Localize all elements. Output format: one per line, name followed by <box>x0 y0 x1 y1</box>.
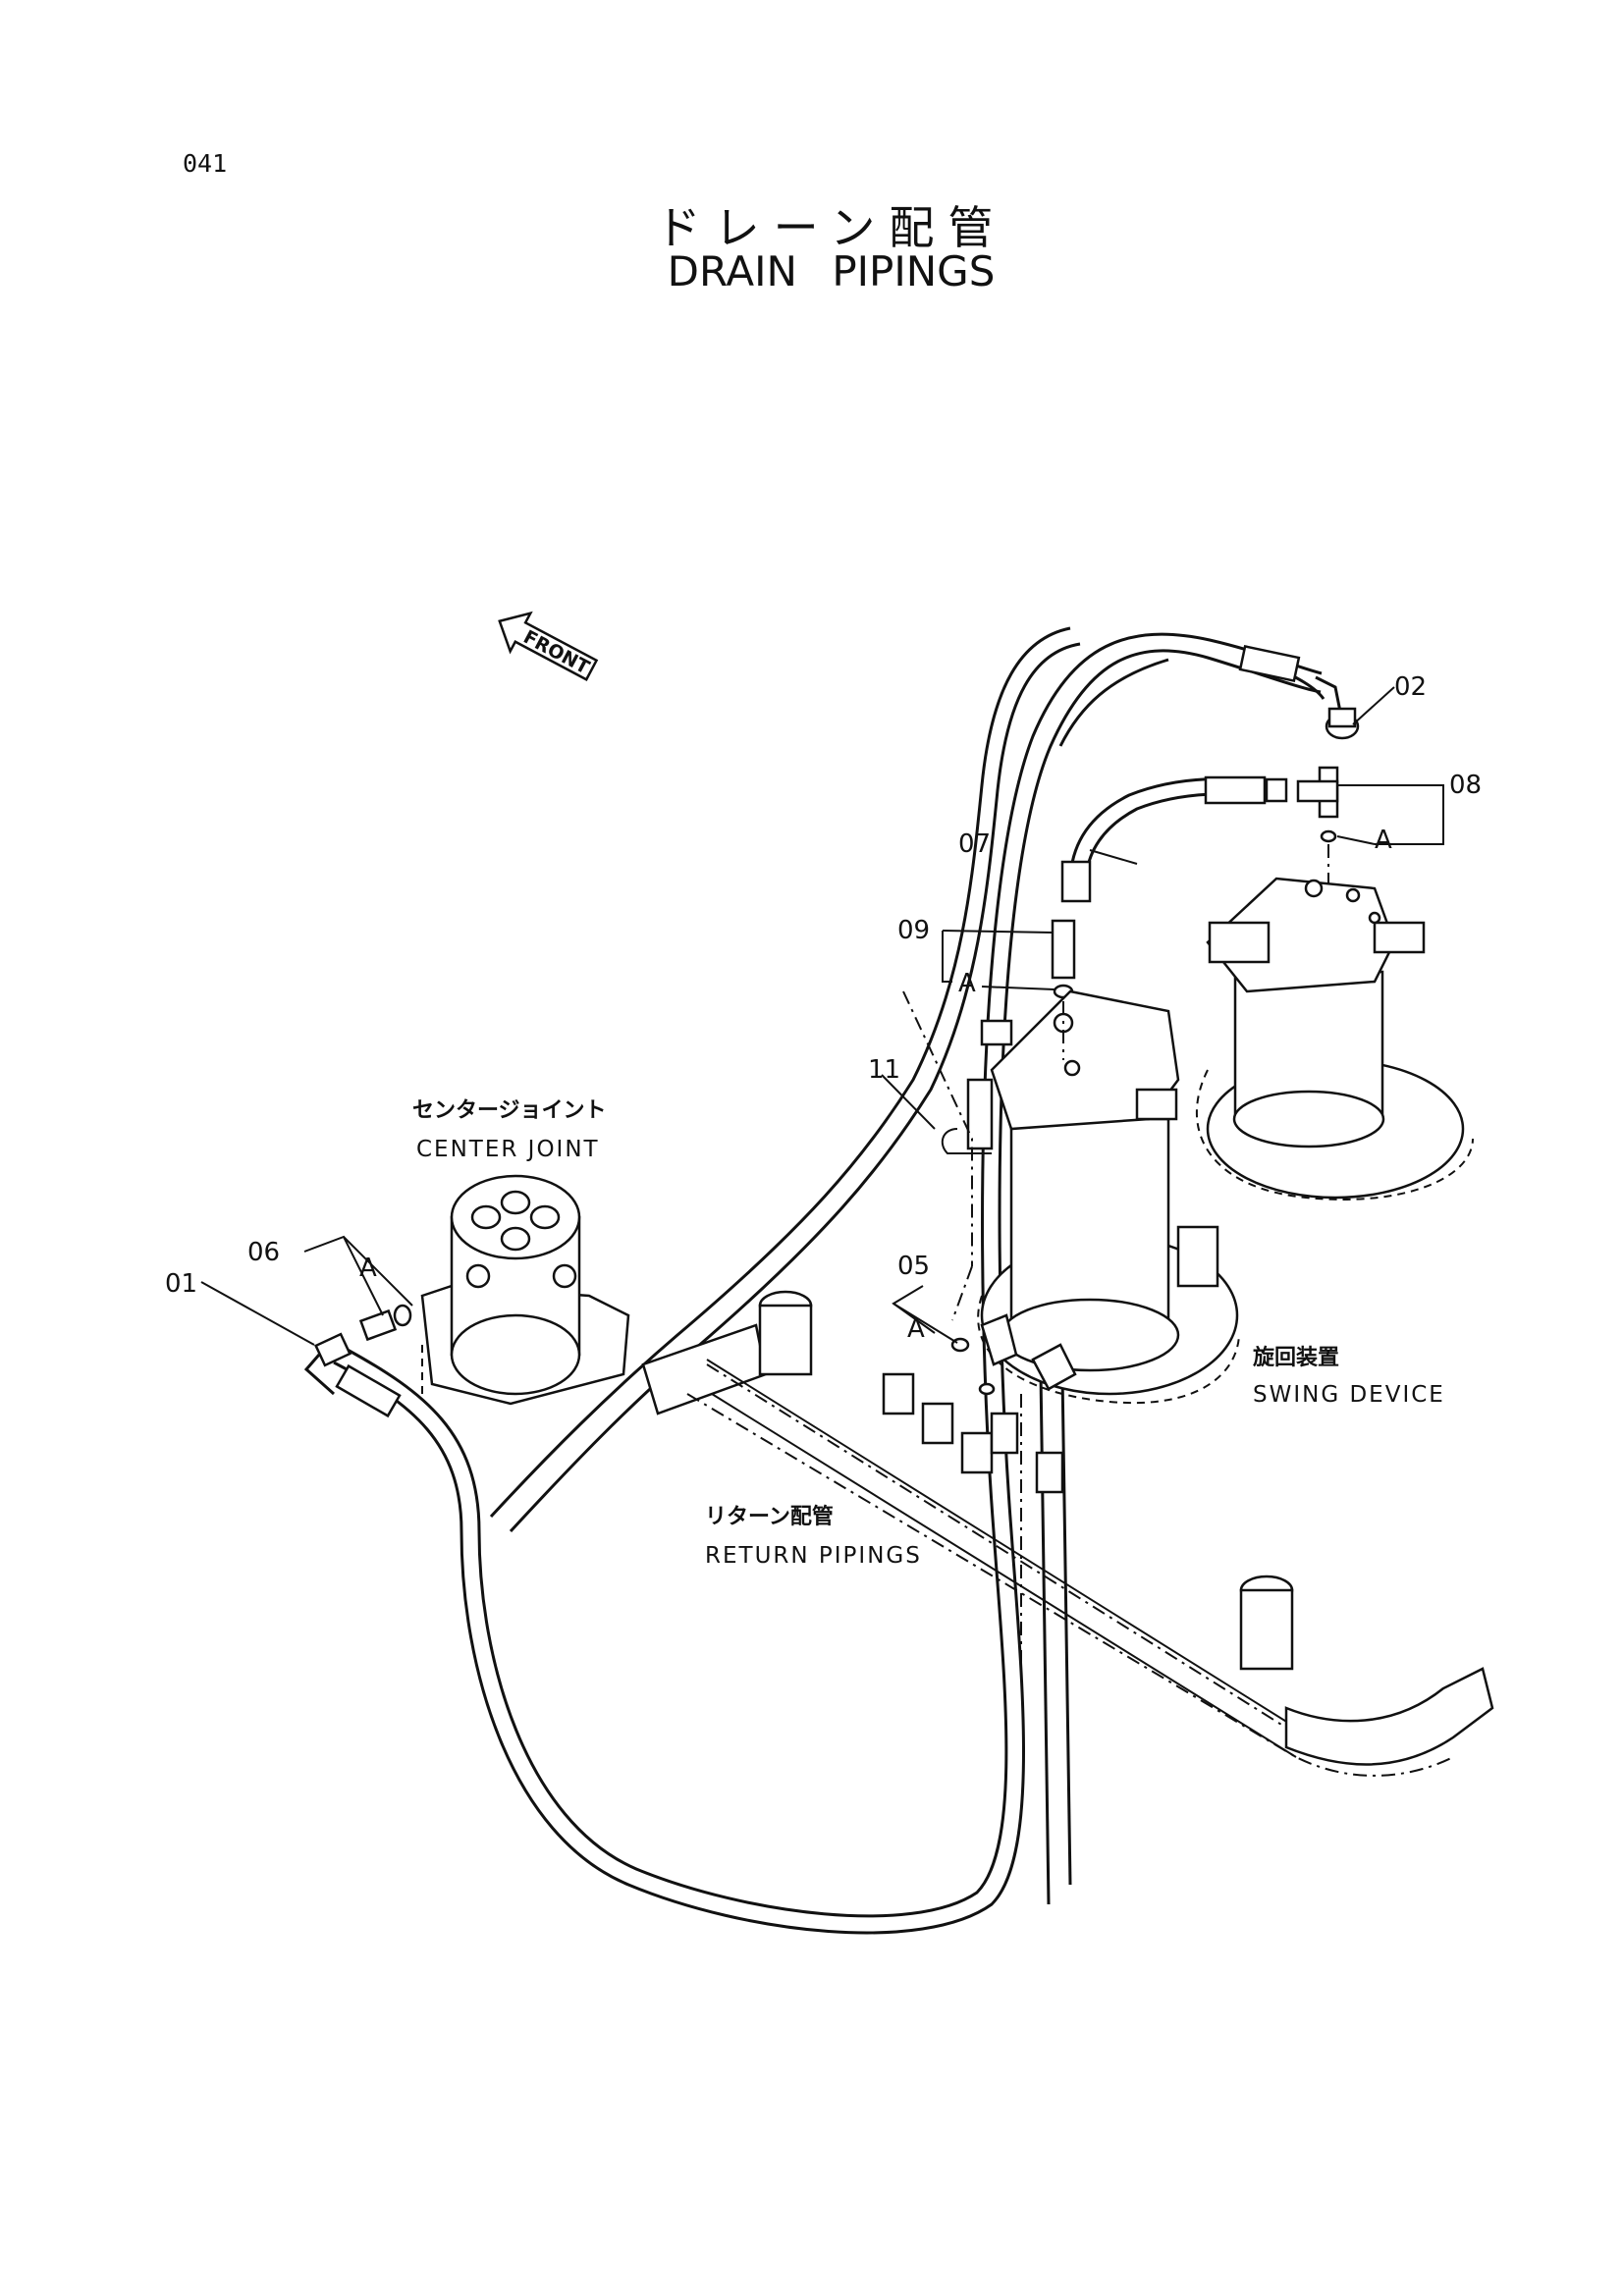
component-labels: センタージョイント CENTER JOINT 旋回装置 SWING DEVICE… <box>412 1098 1445 1569</box>
return-pipings-label-en: RETURN PIPINGS <box>705 1543 922 1569</box>
front-arrow-icon: FRONT <box>498 611 599 681</box>
tee-fitting-08 <box>1296 766 1339 843</box>
callout-a-09: A <box>958 969 976 998</box>
fitting-05 <box>950 1313 1018 1366</box>
clamp-11 <box>941 1078 994 1154</box>
swing-device-label-jp: 旋回装置 <box>1253 1345 1339 1370</box>
hose-07 <box>1060 775 1288 903</box>
callout-a-05: A <box>907 1314 925 1344</box>
center-joint-body <box>420 1174 630 1406</box>
fitting-01 <box>303 1332 402 1418</box>
return-pipings-label-jp: リターン配管 <box>705 1504 834 1529</box>
callout-05: 05 <box>897 1252 930 1281</box>
center-joint-label-jp: センタージョイント <box>412 1098 607 1123</box>
center-joint-label-en: CENTER JOINT <box>416 1137 600 1162</box>
callouts: 02 08 A 07 09 A 11 05 A 06 A 01 <box>165 672 1482 1344</box>
return-pipings <box>641 1290 1494 1777</box>
page-title-english: DRAIN PIPINGS <box>667 247 996 295</box>
swing-device-body <box>1195 877 1474 1201</box>
fitting-06 <box>358 1304 412 1342</box>
fitting-02 <box>1325 707 1360 740</box>
callout-06: 06 <box>247 1238 280 1267</box>
swing-device-label-en: SWING DEVICE <box>1253 1382 1445 1408</box>
callout-11: 11 <box>868 1055 900 1085</box>
assembly-leaders <box>902 844 1329 1669</box>
callout-a-06: A <box>359 1254 377 1283</box>
callout-02: 02 <box>1394 672 1427 702</box>
page-number: 041 <box>183 149 228 178</box>
callout-08: 08 <box>1449 771 1482 800</box>
callout-07: 07 <box>958 829 991 859</box>
page-title-japanese: ドレーン配管 <box>655 201 1007 254</box>
elbow-fitting <box>978 1343 1077 1494</box>
swing-motor-body <box>977 989 1240 1405</box>
callout-09: 09 <box>897 916 930 945</box>
callout-01: 01 <box>165 1269 197 1299</box>
fitting-09 <box>1051 919 1076 999</box>
callout-leaders <box>200 686 1444 1346</box>
callout-a-08: A <box>1375 826 1392 855</box>
